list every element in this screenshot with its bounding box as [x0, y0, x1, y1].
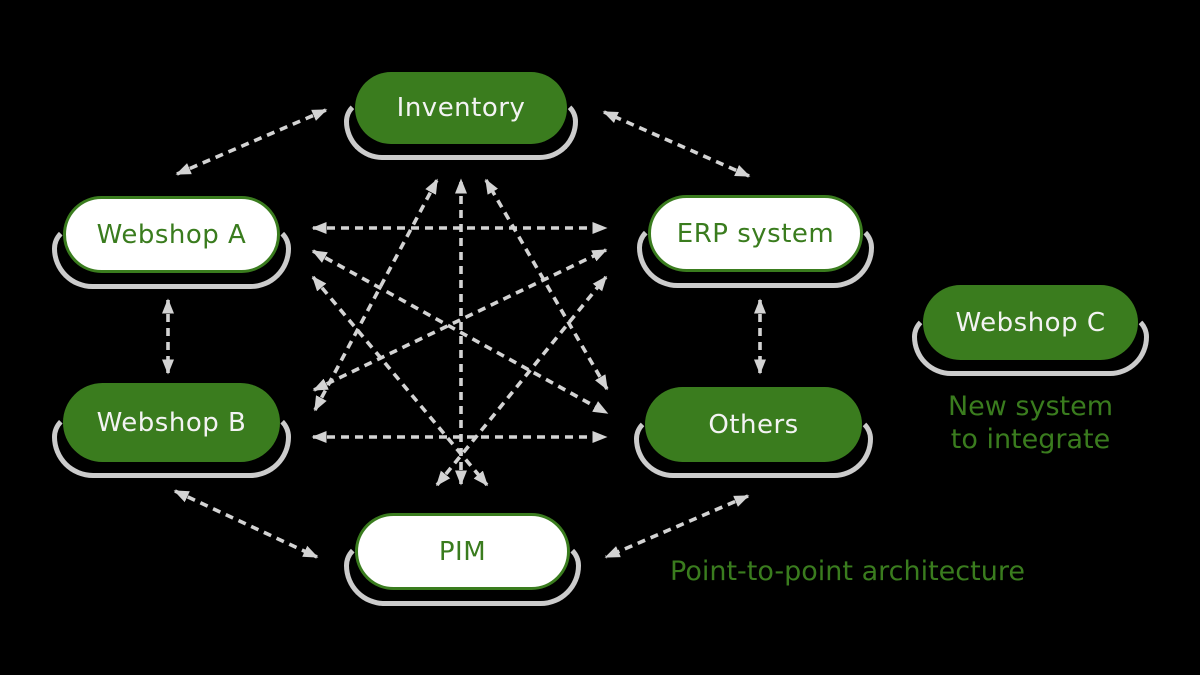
node-pill-webshop-b: Webshop B [63, 383, 280, 462]
edge-others-inventory [484, 178, 609, 391]
node-pill-webshop-c: Webshop C [923, 285, 1138, 360]
node-webshop-b: Webshop B [52, 383, 291, 478]
node-ring [637, 224, 874, 288]
node-label-inventory: Inventory [396, 93, 526, 123]
node-pill-others: Others [645, 387, 862, 462]
new-system-note-line1: New system [947, 391, 1114, 422]
node-ring [52, 225, 291, 289]
new-system-note-line2: to integrate [950, 423, 1111, 455]
edge-pim-erp [435, 275, 608, 487]
node-ring [344, 542, 581, 606]
node-label-erp-system: ERP system [676, 218, 835, 249]
node-pill-webshop-a: Webshop A [63, 196, 280, 273]
node-label-webshop-c: Webshop C [955, 307, 1106, 338]
node-ring [634, 415, 873, 478]
node-others: Others [634, 387, 873, 478]
edge-others-pim [604, 494, 750, 559]
node-pill-inventory: Inventory [355, 72, 567, 144]
architecture-label: Point-to-point architecture [670, 556, 1025, 587]
edge-webshop-b-pim [173, 489, 319, 559]
node-label-webshop-a: Webshop A [96, 219, 247, 250]
node-pim: PIM [344, 513, 581, 606]
node-label-webshop-b: Webshop B [96, 407, 247, 438]
node-inventory: Inventory [344, 72, 578, 160]
node-label-pim: PIM [438, 536, 487, 567]
node-webshop-a: Webshop A [52, 196, 291, 289]
node-erp-system: ERP system [637, 195, 874, 288]
node-pill-pim: PIM [355, 513, 570, 590]
node-ring [344, 99, 578, 160]
node-pill-erp-system: ERP system [648, 195, 863, 272]
node-label-others: Others [708, 409, 799, 440]
node-ring [52, 413, 291, 478]
new-system-note: New system to integrate [913, 391, 1148, 457]
node-ring [912, 313, 1149, 376]
edge-webshop-b-inventory [313, 178, 439, 412]
node-webshop-c: Webshop C [912, 285, 1149, 376]
edge-erp-inventory [602, 110, 751, 178]
edge-webshop-a-inventory [175, 108, 328, 176]
